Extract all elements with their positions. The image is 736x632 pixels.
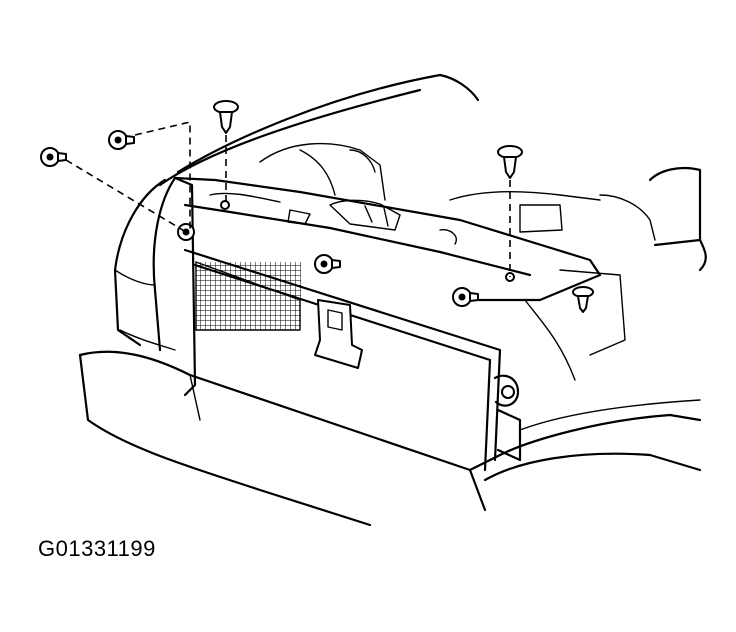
installed-clip-2: [314, 254, 341, 274]
radiator-core: [183, 248, 502, 472]
figure-code-label: G01331199: [38, 536, 156, 561]
screw-clip-1: [108, 130, 135, 150]
mount-hole-1: [220, 200, 230, 210]
installed-clip-1: [177, 223, 195, 241]
engine-bay-parts: [259, 142, 707, 381]
push-clip-2: [497, 145, 523, 179]
installed-clip-3: [452, 287, 479, 307]
hood-panel: [158, 73, 480, 187]
leader-lines: [65, 120, 511, 277]
left-headlamp: [113, 176, 197, 397]
screw-clip-2: [40, 147, 67, 167]
clip-fasteners: [40, 100, 594, 313]
push-clip-1: [213, 100, 239, 134]
radiator-right-side: [493, 374, 522, 462]
upper-radiator-support: [173, 176, 602, 302]
front-bumper: [78, 350, 702, 527]
installed-clip-4: [572, 286, 594, 313]
center-bracket: [314, 299, 363, 369]
